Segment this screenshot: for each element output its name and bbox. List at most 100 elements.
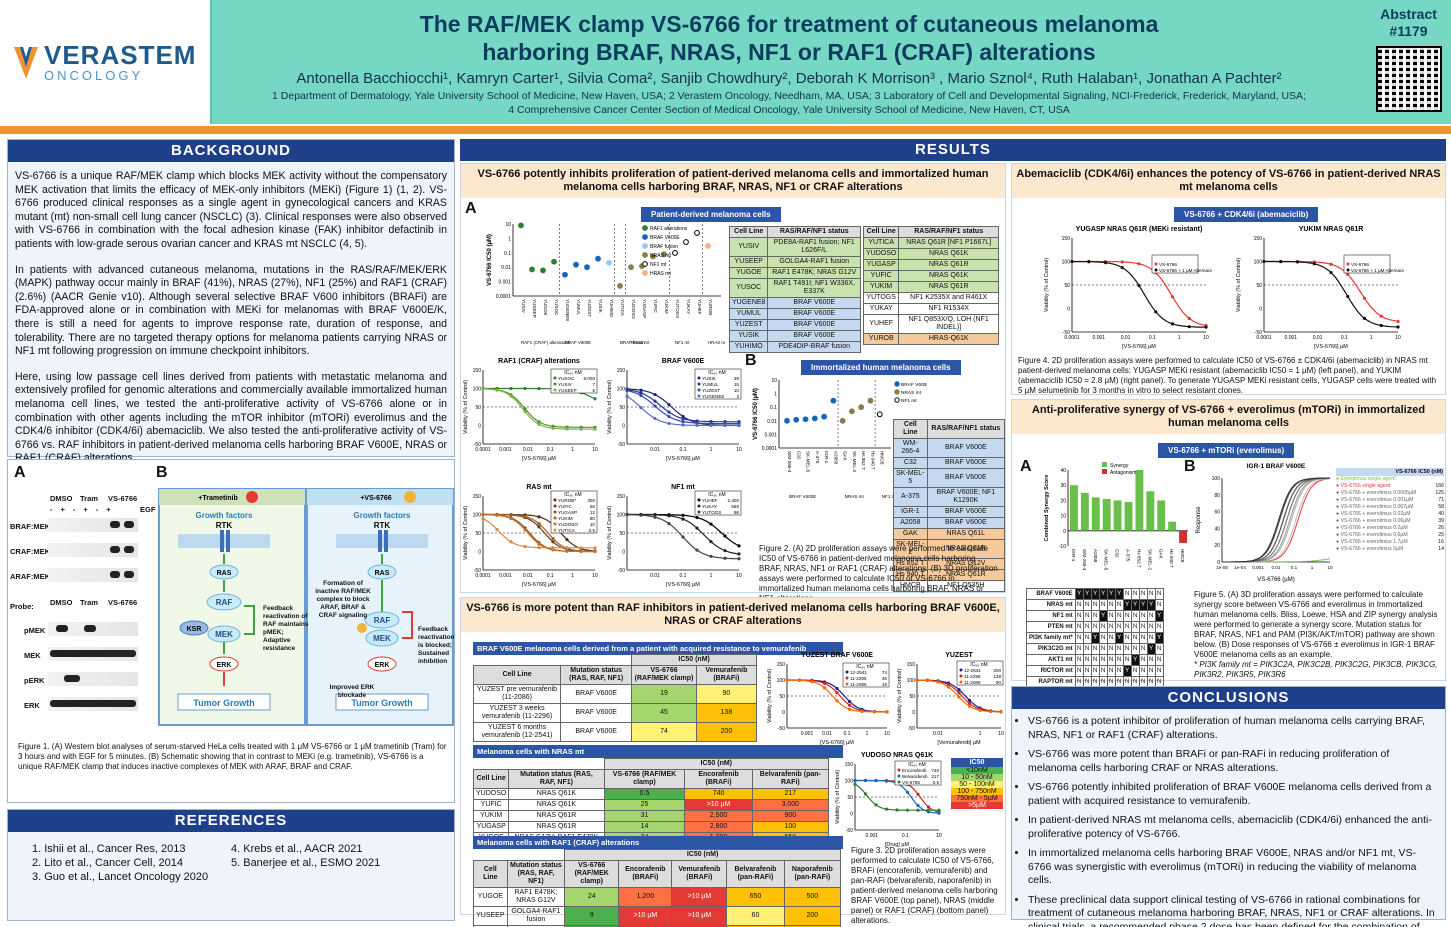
table-cell: BRAF V600E: [767, 319, 861, 331]
mutation-cell: N: [1090, 665, 1100, 677]
scale-cell: 750nM - 5µM: [951, 795, 1003, 802]
data-point: [905, 790, 910, 794]
mutation-cell: N: [1114, 643, 1124, 655]
data-point: [1187, 325, 1191, 329]
mutation-cell: N: [1106, 632, 1116, 644]
data-point: [737, 552, 741, 556]
table-cell: YUZEST 3 weeks vemurafenib (11-2296): [472, 703, 562, 723]
mutation-cell: N: [1122, 610, 1132, 622]
legend-marker: [697, 394, 701, 398]
x-tick-label: A-375: [815, 451, 820, 464]
conclusion-item: VS-6766 is a potent inhibitor of prolife…: [1028, 715, 1439, 742]
x-tick-label: 1: [1311, 565, 1314, 570]
legend-label: YUGENE8: [702, 394, 724, 399]
data-point: [495, 513, 499, 517]
x-tick-label: 0.001: [499, 447, 512, 453]
legend-marker: [642, 261, 648, 267]
abstract-box: Abstract #1179: [1366, 0, 1451, 124]
raf-right: RAF: [374, 616, 391, 625]
legend-marker: [959, 680, 963, 684]
x-tick-label: 0.001: [801, 731, 814, 737]
data-point: [523, 409, 527, 414]
legend-label: YUGASP: [558, 510, 577, 515]
data-point: [905, 808, 910, 812]
table-cell: YUGOE: [728, 267, 769, 279]
mutation-cell: N: [1074, 654, 1084, 666]
ic50-header: IC50 (nM): [631, 654, 757, 666]
conclusion-item: In immortalized melanoma cells harboring…: [1028, 847, 1439, 888]
schematic-right-header: +VS-6766: [360, 495, 391, 502]
data-point: [1396, 319, 1400, 323]
x-tick-label: 0.01: [650, 573, 660, 579]
data-point: [625, 513, 629, 517]
y-axis-label: Viability (% of Control): [1044, 258, 1050, 312]
blot-row-mek: [48, 647, 138, 661]
logo: VERASTEM ONCOLOGY: [0, 0, 210, 126]
data-point: [999, 710, 1003, 714]
group-label: NF1 mt: [675, 340, 690, 345]
mutation-cell: N: [1146, 588, 1156, 600]
table-cell: 14: [603, 821, 686, 833]
legend-label: ● VS-6766 + everolimus 0.06µM: [1336, 518, 1411, 524]
data-point: [1070, 259, 1074, 264]
mutation-cell: N: [1154, 654, 1164, 666]
data-point: [639, 513, 643, 517]
probe-label: Probe:: [10, 602, 34, 611]
data-point: [723, 549, 727, 553]
data-point: [723, 423, 727, 428]
table-header: Cell Line: [862, 226, 900, 238]
mutation-cell: N: [1122, 621, 1132, 633]
mutation-cell: Y: [1138, 599, 1148, 611]
data-point: [653, 416, 657, 421]
x-tick-label: 10: [1327, 565, 1333, 570]
blot-sign: +: [106, 505, 119, 514]
mek-left: MEK: [215, 630, 233, 639]
legend-value: 40: [1438, 511, 1444, 517]
data-point: [1087, 260, 1091, 264]
blot-row-braf-mek: [48, 518, 138, 532]
mutation-cell: N: [1098, 665, 1108, 677]
group-label: BRAF V600E: [789, 494, 816, 499]
legend-marker: [1154, 262, 1158, 266]
synergy-bar: [1146, 491, 1155, 531]
data-point: [737, 544, 741, 548]
fig2a-dot-plot: VS-6766 IC50 (µM)1010.10.010.0010.0001YU…: [487, 222, 725, 345]
y-tick-label: 0.1: [770, 405, 777, 411]
legend-label: 12-2541: [850, 670, 867, 675]
table-cell: 130: [726, 925, 785, 927]
x-tick-label: Hs 940.T: [1169, 549, 1174, 568]
mutation-cell: N: [1106, 643, 1116, 655]
table-cell: 25: [603, 799, 686, 811]
mutation-cell: N: [1074, 643, 1084, 655]
y-tick-label: -50: [908, 726, 915, 732]
mutation-cell: N: [1122, 643, 1132, 655]
x-tick-label: YUMUL: [576, 299, 581, 316]
data-point: [667, 414, 671, 419]
verastem-logo-icon: [14, 47, 38, 79]
y-tick-label: 50: [1256, 283, 1262, 289]
x-axis-label: [VS-6766] µM: [522, 456, 556, 462]
data-point: [784, 417, 790, 424]
x-tick-label: 0.01: [1272, 565, 1281, 570]
data-point: [1279, 259, 1283, 264]
table-cell: WM-266-4: [893, 438, 928, 458]
scale-cell: 10 - 50nM: [951, 774, 1003, 781]
mutation-cell: N: [1130, 610, 1140, 622]
data-point: [565, 546, 569, 550]
x-axis-label: [VS-6766] µM: [1314, 344, 1348, 350]
y-tick-label: 0.01: [501, 265, 511, 271]
mutation-cell: N: [1154, 643, 1164, 655]
legend-label: RAF1 alterations: [650, 226, 688, 232]
abstract-number: #1179: [1389, 23, 1428, 39]
legend-label: Belvarafenib: [902, 774, 928, 779]
figure-5-title: Anti-proliferative synergy of VS-6766 + …: [1012, 400, 1445, 434]
qr-code-icon[interactable]: [1375, 46, 1442, 112]
mutation-cell: N: [1082, 643, 1092, 655]
mutation-cell: N: [1138, 643, 1148, 655]
